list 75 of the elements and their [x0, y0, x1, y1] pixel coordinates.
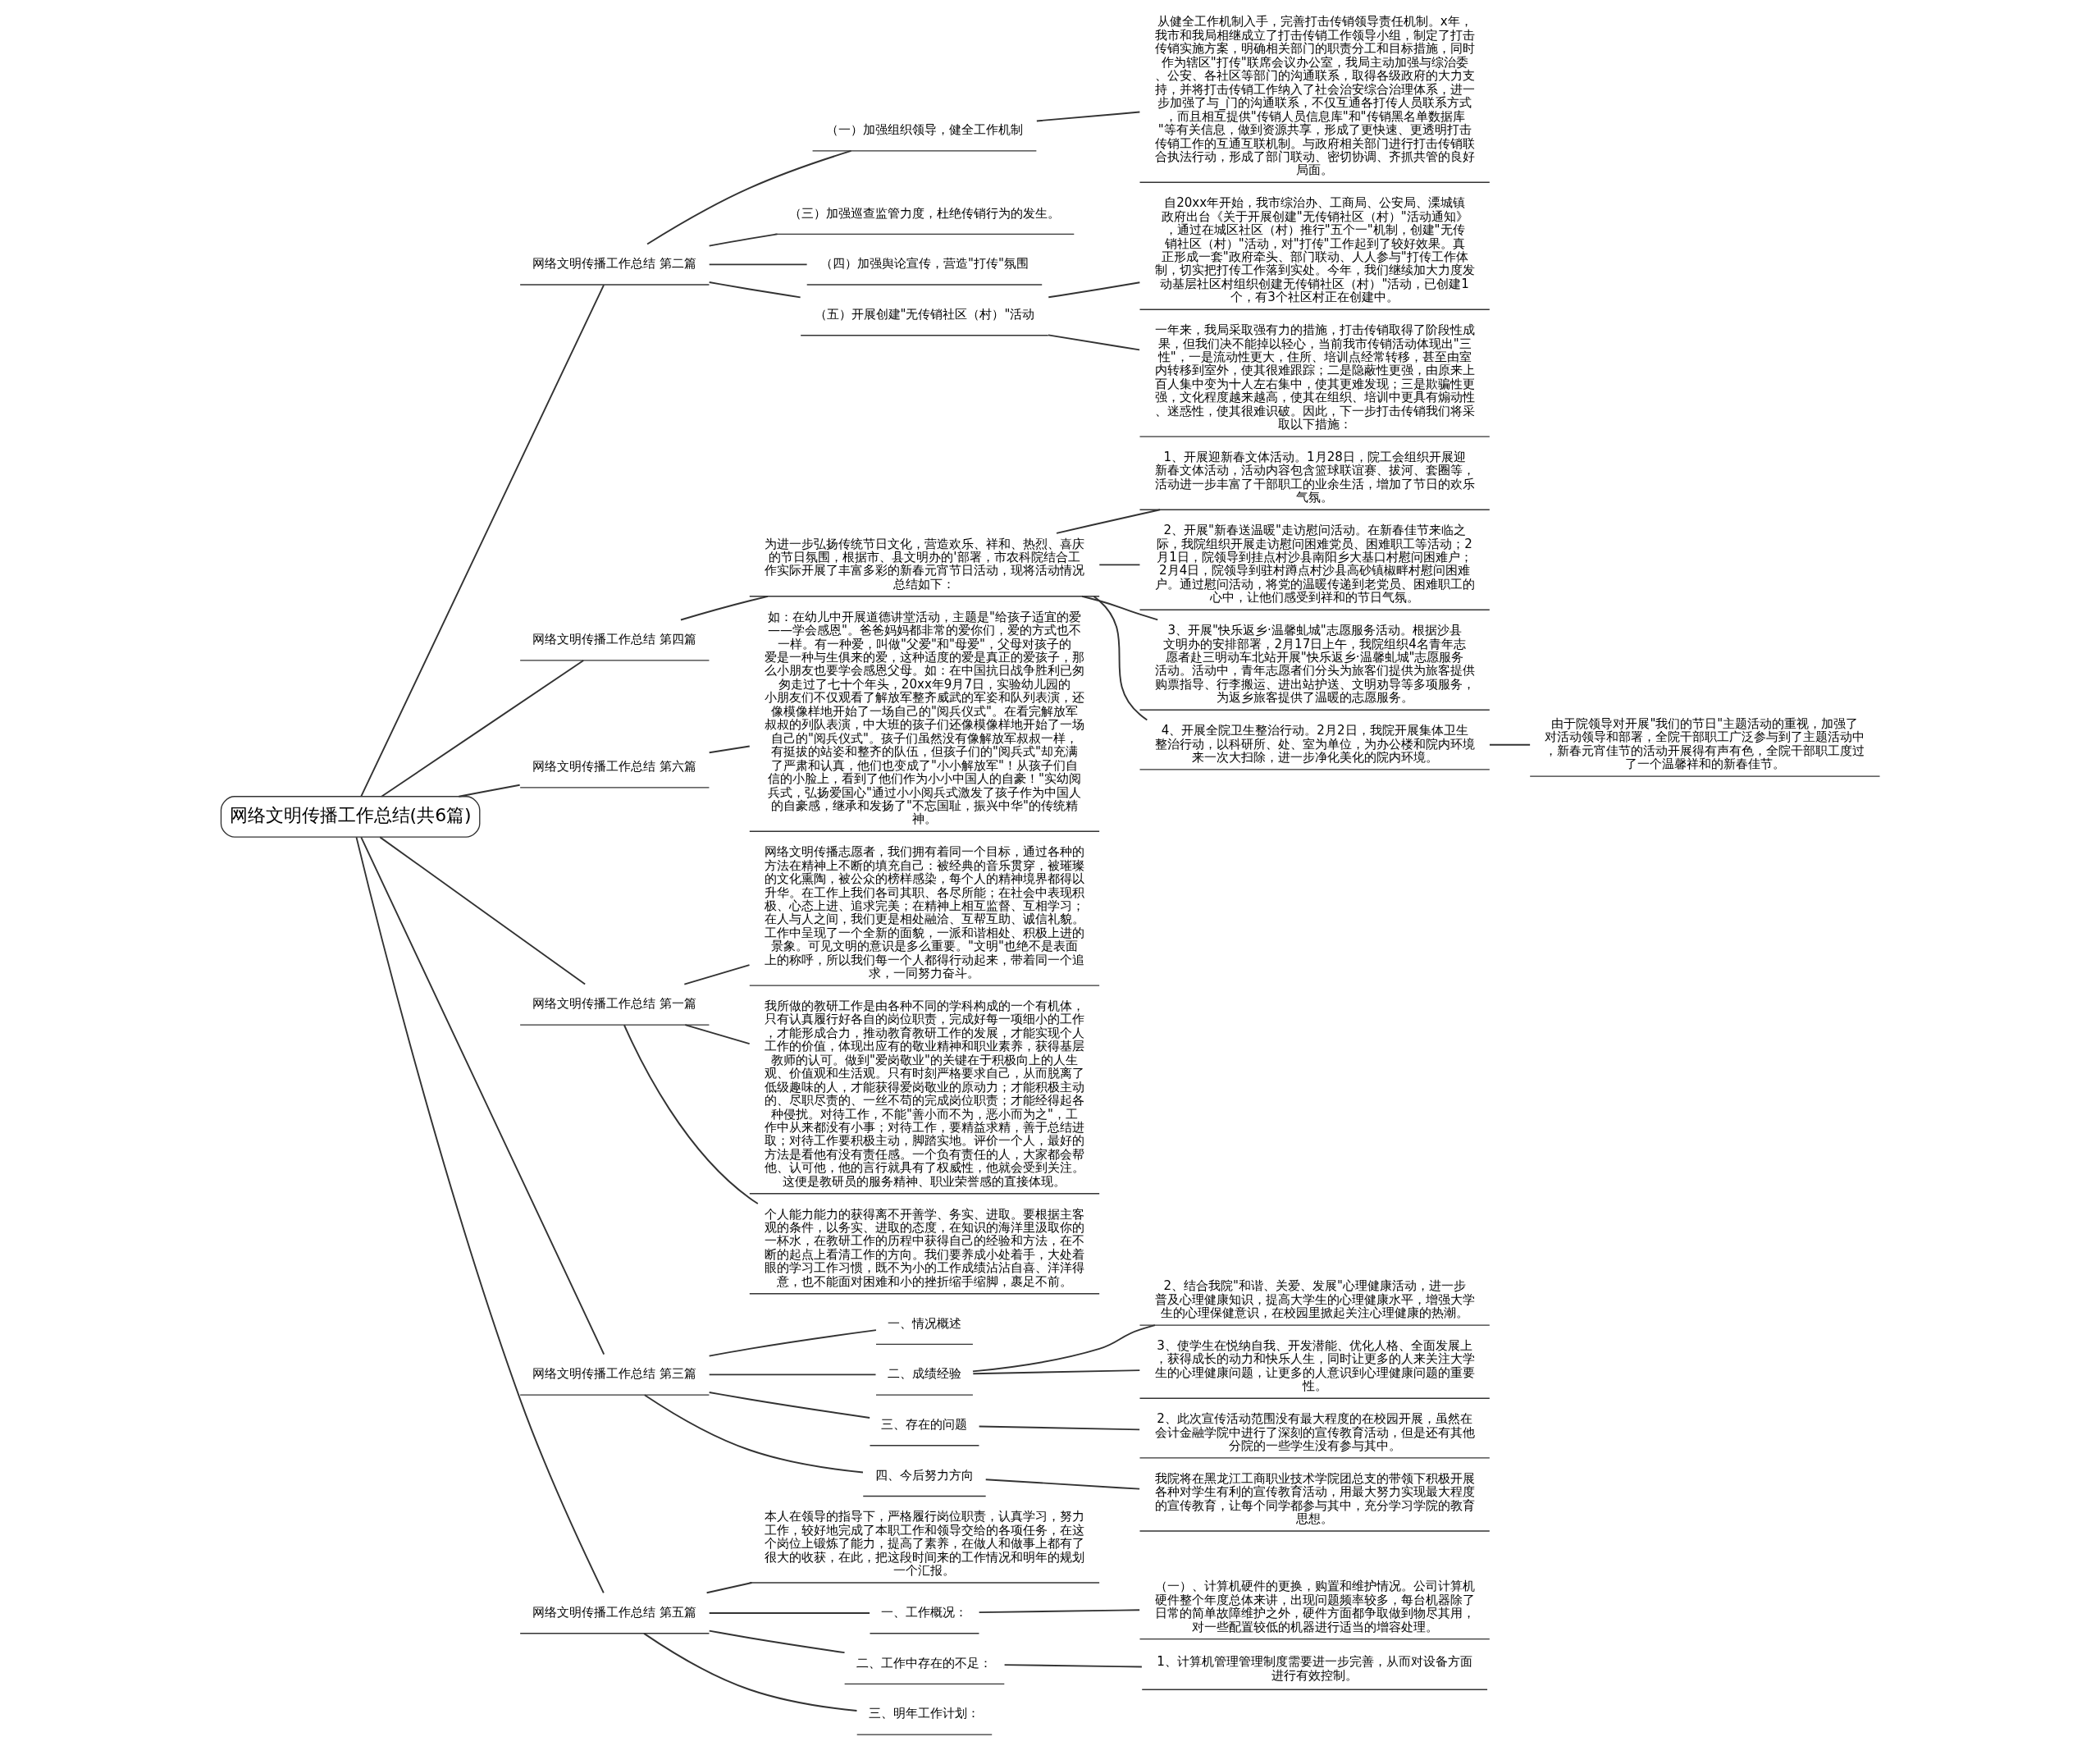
connector — [359, 284, 605, 798]
connector — [708, 1612, 870, 1614]
connector — [705, 1582, 752, 1594]
node-text: 本人在领导的指导下，严格履行岗位职责，认真学习，努力工作，较好地完成了本职工作和领导交给的各项任务，在这个岗位上锻炼了能力，提高了素养，在做人和做事上都有了很大的收获，在此，把这段时间来的工作情况和明年的规划一个汇报。 — [764, 1509, 1084, 1579]
node-text: 由于院领导对开展"我们的节日"主题活动的重视，加强了对活动领导和部署，全院干部职工广泛参与到了主题活动中，新春元宵佳节的活动开展得有声有色，全院干部职工度过了一个温馨祥和的新春佳节。 — [1544, 715, 1865, 772]
connector — [1098, 564, 1140, 566]
connector — [978, 1425, 1140, 1431]
connector — [708, 1392, 870, 1419]
connector — [355, 836, 605, 1594]
connector — [984, 1479, 1140, 1490]
node-text: 个人能力能力的获得离不开善学、务实、进取。要根据主客观的条件，以务实、进取的态度，在知识的海洋里汲取你的一杯水，在教研工作的历程中获得自己的经验和方法，在不断的起点上看清工作的方向。我们要养成小处着手，大处着眼的学习工作习惯，既不为小的工作成绩沾沾自喜、洋洋得意，也不能面对困难和小的挫折缩手缩脚，裹足不前。 — [764, 1206, 1084, 1289]
node-text: 1、计算机管理管理制度需要进一步完善，从而对设备方面进行有效控制。 — [1156, 1654, 1472, 1683]
node-text: 网络文明传播志愿者，我们拥有着同一个目标，通过各种的方法在精神上不断的填充自己：被经典的音乐贯穿，被璀璨的文化熏陶，被公众的榜样感染，每个人的精神境界都得以升华。在工作上我们各司其职、各尽所能；在社会中表现积极、心态上进、追求完美；在精神上相互监督、互相学习；在人与人之间，我们更是相处融洽、互帮互助、诚信礼貌。工作中呈现了一个全新的面貌，一派和谐相处、积极上进的景象。可见文明的意识是多么重要。"文明"也绝不是表面上的称呼，所以我们每一个人都得行动起来，带着同一个追求，一同努力奋斗。 — [764, 844, 1084, 981]
connector — [708, 1629, 845, 1654]
node-text: 网络文明传播工作总结 第六篇 — [532, 758, 696, 774]
node-text: 四、今后努力方向 — [874, 1467, 974, 1483]
connector — [643, 1394, 864, 1474]
connector — [971, 1324, 1156, 1373]
connector — [1047, 334, 1140, 351]
node-text: 网络文明传播工作总结 第二篇 — [532, 256, 696, 272]
connector — [708, 745, 751, 754]
node-box: 网络文明传播工作总结(共6篇) — [220, 796, 480, 838]
node-text: 网络文明传播工作总结 第五篇 — [532, 1604, 696, 1620]
connector — [1093, 595, 1148, 721]
connector — [642, 1632, 857, 1712]
connector — [708, 233, 778, 247]
node-text: （三）加强巡查监管力度，杜绝传销行为的发生。 — [788, 205, 1060, 221]
connector — [679, 595, 769, 621]
node-text: 2、开展"新春送温暖"走访慰问活动。在新春佳节来临之际，我院组织开展走访慰问困难党员、困难职工等活动；2月1日，院领导到挂点村沙县南阳乡大基口村慰问困难户；2月4日，院领导到驻村蹲点村沙县高砂镇椒畔村慰问困难户。通过慰问活动，将党的温暖传递到老党员、困难职工的心中，让他们感受到祥和的节日气氛。 — [1154, 523, 1475, 606]
connector — [978, 1609, 1140, 1614]
node-text: 3、开展"快乐返乡·温馨虬城"志愿服务活动。根据沙县文明办的安排部署，2月17日上午，我院组织4名青年志愿者赴三明动车北站开展"快乐返乡·温馨虬城"志愿服务活动。活动中，青年志愿者们分头为旅客们提供为旅客提供购票指导、行李搬运、进出站护送、文明劝导等多项服务，为返乡旅客提供了温暖的志愿服务。 — [1154, 623, 1475, 706]
node-text: 1、开展迎新春文体活动。1月28日，院工会组织开展迎新春文体活动，活动内容包含篮球联谊赛、拔河、套圈等，活动进一步丰富了干部职工的业余生活，增加了节日的欢乐气氛。 — [1154, 449, 1475, 505]
connector — [378, 836, 586, 985]
connector — [708, 281, 801, 299]
connector — [708, 1329, 877, 1357]
node-text: 从健全工作机制入手，完善打击传销领导责任机制。x年，我市和我局相继成立了打击传销工作领导小组，制定了打击传销实施方案，明确相关部门的职责分工和目标措施，同时作为辖区"打传"联席会议办公室，我局主动加强与综治委、公安、各社区等部门的沟通联系，取得各级政府的大力支持，并将打击传销工作纳入了社会治安综合治理体系，进一步加强了与_门的沟通联系，不仅互通各打传人员联系方式，而且相互提供"传销人员信息库"和"传销黑名单数据库"等有关信息，做到资源共享，形成了更快速、更透明打击传销工作的互通互联机制。与政府相关部门进行打击传销联合执法行动，形成了部门联动、密切协调、齐抓共管的良好局面。 — [1154, 14, 1475, 178]
connector — [1003, 1664, 1143, 1668]
connector — [683, 1024, 751, 1045]
node-text: 二、成绩经验 — [887, 1366, 961, 1382]
connector — [1080, 595, 1158, 621]
connector — [457, 784, 521, 798]
node-text: 网络文明传播工作总结 第一篇 — [532, 996, 696, 1012]
connector — [380, 660, 584, 798]
node-text: 网络文明传播工作总结 第四篇 — [532, 632, 696, 647]
connector — [682, 964, 750, 985]
connector — [646, 150, 851, 245]
connector — [1035, 111, 1140, 122]
connector — [1488, 743, 1531, 746]
node-text: 2、结合我院"和谐、关爱、发展"心理健康活动，进一步普及心理健康知识，提高大学生的心理健康水平，增强大学生的心理保健意识，在校园里掀起关注心理健康的热潮。 — [1154, 1278, 1475, 1321]
node-text: 2、此次宣传活动范围没有最大程度的在校园开展，虽然在会计金融学院中进行了深刻的宣传教育活动，但是还有其他分院的一些学生没有参与其中。 — [1154, 1411, 1475, 1453]
node-text: 网络文明传播工作总结 第三篇 — [532, 1366, 696, 1382]
node-text: （四）加强舆论宣传，营造"打传"氛围 — [819, 256, 1029, 272]
node-text: 自20xx年开始，我市综治办、工商局、公安局、溧城镇政府出台《关于开展创建"无传销社区（村）"活动通知》，通过在城区社区（村）推行"五个一"机制，创建"无传销社区（村）"活动，对"打传"工作起到了较好效果。真正形成一套"政府牵头、部门联动、人人参与"打传工作体制，切实把打传工作落到实处。今年，我们继续加大力度发动基层社区村组织创建无传销社区（村）"活动，已创建1个，有3个社区村正在创建中。 — [1154, 195, 1475, 305]
node-text: 三、明年工作计划： — [868, 1706, 979, 1721]
connector — [623, 1024, 759, 1204]
connector — [708, 263, 808, 266]
connector — [708, 1373, 876, 1376]
node-text: （一）、计算机硬件的更换，购置和维护情况。公司计算机硬件整个年度总体来讲，出现问题频率较多，每台机器除了日常的简单故障维护之外，硬件方面都争取做到物尽其用，对一些配置较低的机器进行适当的增容处理。 — [1154, 1579, 1475, 1634]
node-text: 4、开展全院卫生整治行动。2月2日，我院开展集体卫生整治行动，以科研所、处、室为单位，为办公楼和院内环境来一次大扫除，进一步净化美化的院内环境。 — [1154, 723, 1475, 766]
node-text: 为进一步弘扬传统节日文化，营造欢乐、祥和、热烈、喜庆的节日氛围，根据市、县文明办的'部署，市农科院结合工作实际开展了丰富多彩的新春元宵节日活动，现将活动情况总结如下： — [764, 536, 1084, 592]
node-text: 一、情况概述 — [887, 1315, 961, 1331]
node-text: 3、使学生在悦纳自我、开发潜能、优化人格、全面发展上，获得成长的动力和快乐人生，同时让更多的人来关注大学生的心理健康问题，让更多的人意识到心理健康问题的重要性。 — [1154, 1337, 1475, 1394]
node-text: （一）加强组织领导，健全工作机制 — [825, 122, 1023, 138]
node-text: 一年来，我局采取强有力的措施，打击传销取得了阶段性成果，但我们决不能掉以轻心，当前我市传销活动体现出"三性"，一是流动性更大，住所、培训点经常转移，甚至由室内转移到室外，使其很难跟踪；二是隐蔽性更强，由原来上百人集中变为十人左右集中，使其更难发现；三是欺骗性更强，文化程度越来越高，使其在组织、培训中更具有煽动性、迷惑性，使其很难识破。因此，下一步打击传销我们将采取以下措施： — [1154, 322, 1475, 432]
node-text: 我所做的教研工作是由各种不同的学科构成的一个有机体，只有认真履行好各自的岗位职责，完成好每一项细小的工作，才能形成合力，推动教育教研工作的发展，才能实现个人工作的价值，体现出应有的敬业精神和职业素养，获得基层教师的认可。做到"爱岗敬业"的关键在于积极向上的人生观、价值观和生活观。只有时刻严格要求自己，从而脱离了低级趣味的人，才能获得爱岗敬业的原动力；才能积极主动的、尽职尽责的、一丝不苟的完成岗位职责；才能经得起各种侵扰。对待工作，不能"善小而不为，恶小而为之"，工作中从来都没有小事；对待工作，要精益求精，善于总结进取；对待工作要积极主动，脚踏实地。评价一个人，最好的方法是看他有没有责任感。一个负有责任的人，大家都会帮他、认可他，他的言行就具有了权威性，他就会受到关注。这便是教研员的服务精神、职业荣誉感的直接体现。 — [764, 998, 1084, 1189]
node-text: 一、工作概况： — [880, 1604, 967, 1620]
node-text: 如：在幼儿中开展道德讲堂活动，主题是"给孩子适宜的爱——学会感恩"。爸爸妈妈都非常的爱你们，爱的方式也不一样。有一种爱，叫做"父爱"和"母爱"，父母对孩子的爱是一种与生俱来的爱，这种适度的爱是真正的爱孩子，那么小朋友也要学会感恩父母。如：在中国抗日战争胜利已匆匆走过了七十个年头，20xx年9月7日，实验幼儿园的小朋友们不仅观看了解放军整齐威武的军姿和队列表演，还像模像样地开始了一场自己的"阅兵仪式"。在看完解放军叔叔的列队表演，中大班的孩子们还像模像样地开始了一场自己的"阅兵仪式"。孩子们虽然没有像解放军叔叔一样，有挺拔的站姿和整齐的队伍，但孩子们的"阅兵式"却充满了严肃和认真，他们也变成了"小小解放军"！从孩子们自信的小脸上，看到了他们作为小小中国人的自豪！"实幼阅兵式，弘扬爱国心"通过小小阅兵式激发了孩子作为中国人的自豪感，继承和发扬了"不忘国耻，振兴中华"的传统精神。 — [764, 609, 1084, 827]
connector — [1055, 509, 1161, 534]
connector — [1047, 281, 1140, 299]
node-text: 我院将在黑龙江工商职业技术学院团总支的带领下积极开展各种对学生有利的宣传教育活动，用最大努力实现最大程度的宣传教育，让每个同学都参与其中，充分学习学院的教育思想。 — [1154, 1470, 1475, 1527]
node-text: （五）开展创建"无传销社区（村）"活动 — [814, 306, 1034, 322]
node-text: 二、工作中存在的不足： — [856, 1655, 992, 1671]
connector — [971, 1369, 1140, 1375]
node-text: 三、存在的问题 — [880, 1416, 967, 1432]
connector — [359, 836, 605, 1355]
